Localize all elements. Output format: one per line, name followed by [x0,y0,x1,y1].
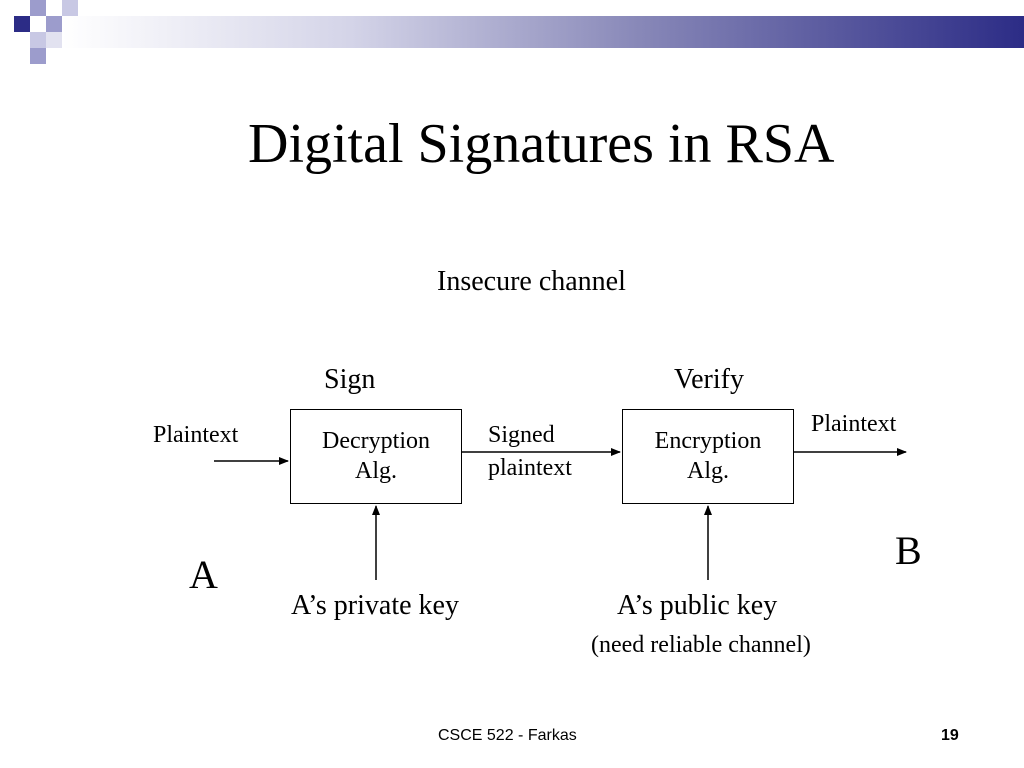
footer-course-label: CSCE 522 - Farkas [438,727,577,744]
logo-square-7 [30,48,46,64]
sign-label: Sign [324,364,376,395]
signed-plaintext-line2: plaintext [488,455,572,481]
decryption-box-text: Decryption Alg. [291,426,461,486]
insecure-channel-label: Insecure channel [437,266,626,297]
page-number: 19 [941,727,959,744]
logo-square-2 [62,0,78,16]
encryption-box-text: Encryption Alg. [623,426,793,486]
header-gradient-bar [62,16,1024,48]
decryption-box-line2: Alg. [355,458,397,484]
slide-title: Digital Signatures in RSA [248,113,835,175]
signed-plaintext-label: Signed plaintext [488,419,572,485]
reliable-channel-note: (need reliable channel) [591,632,811,658]
logo-square-3 [14,16,30,32]
logo-square-5 [30,32,46,48]
decryption-box-line1: Decryption [322,428,430,454]
logo-square-6 [46,32,62,48]
logo-square-1 [30,0,46,16]
output-plaintext-label: Plaintext [811,411,897,437]
private-key-label: A’s private key [291,590,459,621]
party-a-label: A [189,552,218,597]
verify-label: Verify [674,364,744,395]
encryption-algorithm-box: Encryption Alg. [622,409,794,504]
input-plaintext-label: Plaintext [153,422,239,448]
encryption-box-line1: Encryption [654,428,762,454]
party-b-label: B [895,528,922,573]
decryption-algorithm-box: Decryption Alg. [290,409,462,504]
logo-square-4 [46,16,62,32]
public-key-label: A’s public key [617,590,778,621]
encryption-box-line2: Alg. [687,458,729,484]
signed-plaintext-line1: Signed [488,422,555,448]
